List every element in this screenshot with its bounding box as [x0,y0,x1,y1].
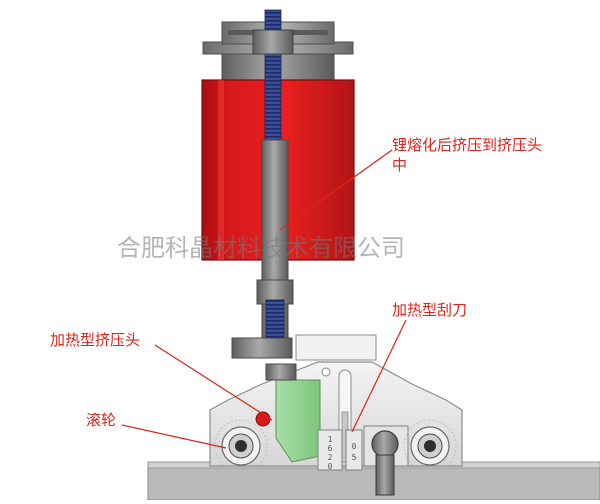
rod-threaded-lower [266,300,284,342]
bracket-block [232,338,292,358]
bracket-plate [296,335,376,360]
company-watermark: 合肥科晶材料技术有限公司 [117,228,405,263]
screw-nut [253,30,293,54]
clamp-knob-stem [376,455,394,495]
scraper-pin [322,368,330,376]
extrusion-head-top [266,364,296,380]
gauge-digit: 2 [328,453,333,462]
clamp-knob [372,431,398,457]
gauge-digit: 6 [328,444,333,453]
label-melt-to-head: 锂熔化后挤压到挤压头中 [392,135,552,175]
gauge-digit: 5 [352,453,357,462]
gauge-digit: 1 [328,435,333,444]
base-plate [148,466,600,500]
gauge-digit: 0 [352,442,357,451]
label-roller: 滚轮 [86,410,116,430]
label-heated-scraper: 加热型刮刀 [392,300,467,320]
gauge-digit: 0 [328,462,333,471]
label-heated-extrusion-head: 加热型挤压头 [50,330,140,350]
